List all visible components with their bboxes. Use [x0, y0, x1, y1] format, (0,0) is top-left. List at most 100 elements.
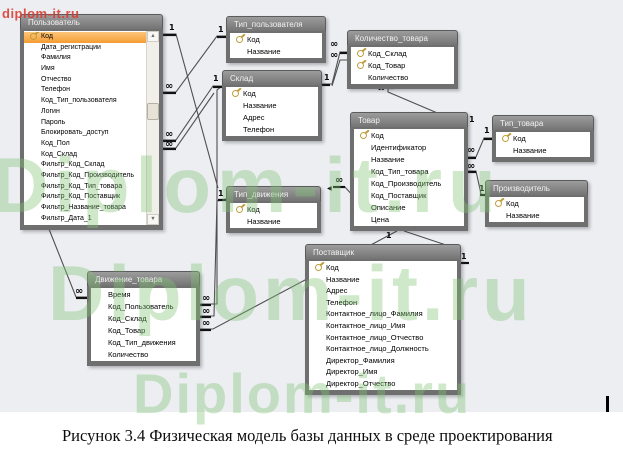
- field-label: Код_Производитель: [371, 179, 442, 188]
- field-label: Название: [371, 155, 405, 164]
- field-row[interactable]: Название: [230, 46, 322, 58]
- field-row[interactable]: Директор_Фамилия: [309, 355, 457, 367]
- table-header[interactable]: Тип_движения: [226, 186, 321, 201]
- field-row[interactable]: Телефон: [24, 85, 159, 96]
- field-row[interactable]: Название: [489, 210, 584, 222]
- field-label: Контактное_лицо_Отчество: [326, 332, 424, 342]
- field-row[interactable]: Время: [91, 289, 196, 301]
- table-header[interactable]: Тип_товара: [492, 115, 594, 130]
- field-row[interactable]: Количество: [351, 72, 454, 84]
- field-row[interactable]: Телефон: [226, 124, 318, 136]
- field-row[interactable]: Телефон: [309, 297, 457, 309]
- field-row[interactable]: Код_Производитель: [354, 178, 464, 190]
- field-label: Название: [247, 217, 281, 226]
- field-row[interactable]: Контактное_лицо_Имя: [309, 320, 457, 332]
- primary-key-icon: [493, 198, 504, 209]
- scrollbar[interactable]: ▲▼: [146, 31, 159, 225]
- field-row[interactable]: Код: [309, 262, 457, 274]
- field-row[interactable]: Код_Тип_пользователя: [24, 96, 159, 107]
- field-label: Код_Пользователь: [108, 302, 174, 311]
- table-header[interactable]: Тип_пользователя: [226, 16, 326, 31]
- table-header[interactable]: Склад: [222, 70, 322, 85]
- field-row[interactable]: Код_Склад: [24, 150, 159, 161]
- table-header[interactable]: Количество_товара: [347, 30, 458, 45]
- field-row[interactable]: Код_Тип_товара: [354, 166, 464, 178]
- field-label: Фильтр_Код_Производитель: [41, 171, 135, 179]
- field-row[interactable]: Директор_Отчество: [309, 378, 457, 390]
- field-row[interactable]: Отчество: [24, 75, 159, 86]
- field-row[interactable]: Код: [24, 32, 159, 43]
- field-row[interactable]: Код_Склад: [351, 48, 454, 60]
- field-label: Логин: [41, 107, 60, 115]
- field-row[interactable]: Код_Товар: [351, 60, 454, 72]
- field-row[interactable]: Контактное_лицо_Фамилия: [309, 308, 457, 320]
- field-row[interactable]: Блокировать_доступ: [24, 128, 159, 139]
- field-row[interactable]: Логин: [24, 107, 159, 118]
- field-row[interactable]: Название: [309, 274, 457, 286]
- field-row[interactable]: Название: [230, 216, 317, 228]
- field-row[interactable]: Фильтр_Код_Производитель: [24, 171, 159, 182]
- scroll-down-button[interactable]: ▼: [147, 213, 159, 225]
- field-row[interactable]: Пароль: [24, 118, 159, 129]
- field-row[interactable]: Контактное_лицо_Должность: [309, 343, 457, 355]
- table-header[interactable]: Поставщик: [305, 244, 461, 259]
- field-row[interactable]: Дата_регистрации: [24, 43, 159, 54]
- table-header[interactable]: Товар: [350, 112, 468, 127]
- field-row[interactable]: Название: [226, 100, 318, 112]
- field-label: Название: [513, 146, 547, 155]
- field-row[interactable]: Фильтр_Код_Склад: [24, 160, 159, 171]
- field-label: Директор_Фамилия: [326, 355, 395, 365]
- field-row[interactable]: Код_Поставщик: [354, 190, 464, 202]
- field-row[interactable]: Контактное_лицо_Отчество: [309, 332, 457, 344]
- field-row[interactable]: Идентификатор: [354, 142, 464, 154]
- scroll-thumb[interactable]: [147, 103, 159, 120]
- field-row[interactable]: Код: [496, 133, 590, 145]
- scroll-up-button[interactable]: ▲: [147, 31, 159, 42]
- field-row[interactable]: Код_Товар: [91, 325, 196, 337]
- field-row[interactable]: Код_Склад: [91, 313, 196, 325]
- field-row[interactable]: Код: [226, 88, 318, 100]
- field-row[interactable]: Цена: [354, 214, 464, 226]
- field-row[interactable]: Описание: [354, 202, 464, 214]
- field-row[interactable]: Фильтр_Код_Тип_товара: [24, 182, 159, 193]
- field-row[interactable]: Количество: [91, 349, 196, 361]
- field-row[interactable]: Фильтр_Название_товара: [24, 203, 159, 214]
- field-row[interactable]: Адрес: [309, 285, 457, 297]
- primary-key-icon: [234, 204, 245, 215]
- field-row[interactable]: Код: [230, 34, 322, 46]
- field-row[interactable]: Адрес: [226, 112, 318, 124]
- field-row[interactable]: Фамилия: [24, 53, 159, 64]
- field-row[interactable]: Название: [354, 154, 464, 166]
- field-label: Телефон: [326, 297, 358, 307]
- field-row[interactable]: Директор_Имя: [309, 366, 457, 378]
- field-row[interactable]: Код_Пользователь: [91, 301, 196, 313]
- field-row[interactable]: Код_Пол: [24, 139, 159, 150]
- field-row[interactable]: Название: [496, 145, 590, 157]
- table-header[interactable]: Движение_товара: [87, 271, 200, 286]
- field-row[interactable]: Имя: [24, 64, 159, 75]
- field-row[interactable]: Фильтр_Дата_1: [24, 214, 159, 225]
- field-row[interactable]: Код: [354, 130, 464, 142]
- field-label: Код_Товар: [368, 61, 406, 70]
- table-header[interactable]: Производитель: [485, 180, 588, 195]
- field-row[interactable]: Фильтр_Код_Поставщик: [24, 192, 159, 203]
- field-label: Код_Тип_движения: [108, 338, 176, 347]
- field-label: Адрес: [326, 286, 348, 296]
- field-row[interactable]: Код_Тип_движения: [91, 337, 196, 349]
- field-row[interactable]: Код: [489, 198, 584, 210]
- field-row[interactable]: Код: [230, 204, 317, 216]
- table-header[interactable]: Пользователь: [20, 14, 163, 29]
